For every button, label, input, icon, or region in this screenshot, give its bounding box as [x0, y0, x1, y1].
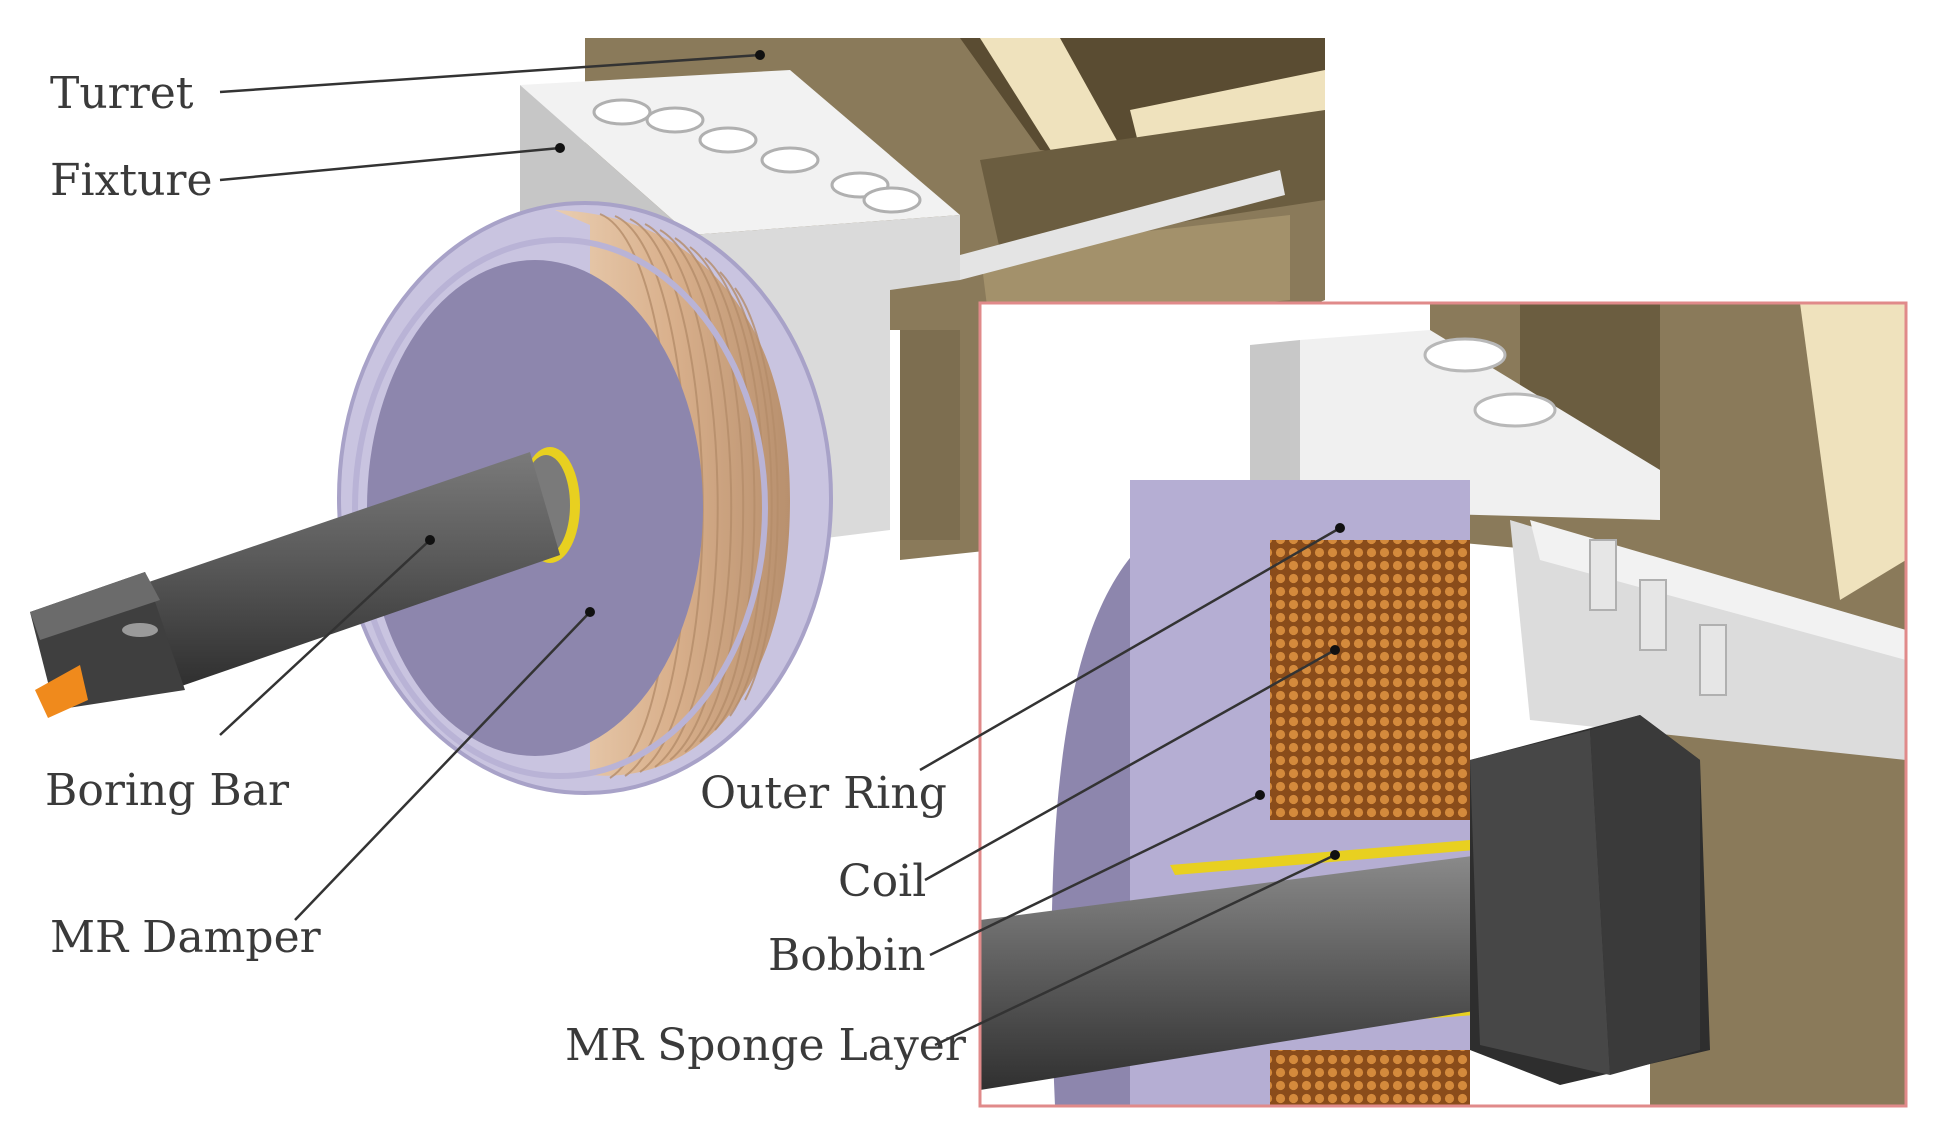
label-turret: Turret: [50, 68, 194, 119]
inset-border: [978, 301, 1908, 1108]
label-mr-damper: MR Damper: [50, 912, 322, 963]
label-mr-sponge-layer: MR Sponge Layer: [565, 1020, 967, 1071]
label-boring-bar: Boring Bar: [45, 765, 290, 816]
label-fixture: Fixture: [50, 155, 213, 206]
label-outer-ring: Outer Ring: [700, 768, 947, 819]
cutting-insert: [35, 665, 88, 718]
coil-cross-section: [1270, 540, 1470, 820]
leader-lines: [219, 53, 1341, 1047]
labels: Turret Fixture Boring Bar MR Damper Oute…: [45, 68, 967, 1071]
label-coil: Coil: [838, 856, 926, 907]
boring-bar: [30, 452, 560, 718]
label-bobbin: Bobbin: [768, 930, 926, 981]
section-view-inset: [978, 301, 1908, 1108]
leader-dots: [425, 50, 1345, 860]
mr-sponge-layer-top: [1170, 840, 1475, 875]
